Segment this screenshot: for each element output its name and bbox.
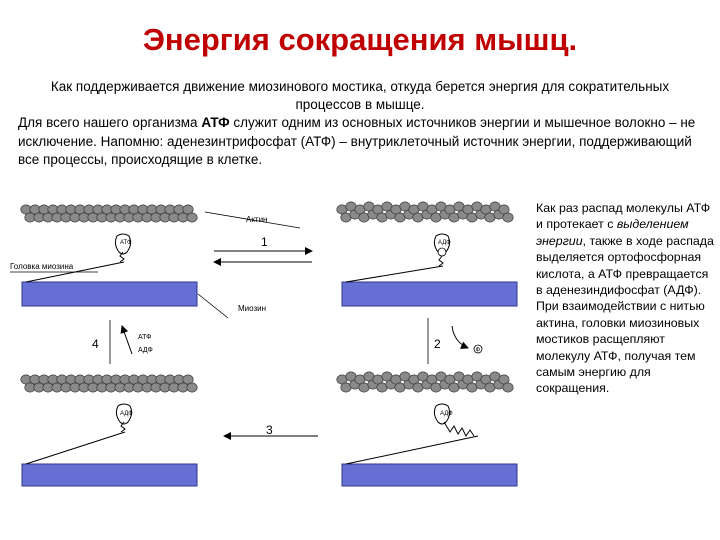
myosin-leader-line bbox=[197, 293, 229, 319]
phosphate-label: Ф bbox=[476, 348, 481, 354]
actin-bead bbox=[186, 382, 198, 393]
side-p1-after: , также в ходе распада выделяется ортофо… bbox=[536, 233, 714, 298]
paragraph-bold: АТФ bbox=[201, 115, 230, 130]
myosin-head-bottom-left bbox=[25, 403, 133, 465]
myosin-bar-top-left bbox=[21, 281, 198, 307]
label-myosin: Миозин bbox=[238, 304, 266, 313]
actin-filament bbox=[20, 204, 198, 223]
step1-number: 1 bbox=[261, 235, 268, 249]
main-paragraph: Для всего нашего организма АТФ служит од… bbox=[18, 114, 708, 170]
label-myosin-head: Головка миозина bbox=[10, 262, 74, 271]
side-p1-italic: выделением энергии bbox=[536, 217, 689, 248]
paragraph-after: служит одним из основных источников энер… bbox=[18, 115, 696, 167]
myosin-head-top-right bbox=[345, 233, 451, 283]
actin-bead bbox=[186, 212, 198, 223]
atf-label-top-left: АТФ bbox=[120, 240, 132, 246]
step4-arrow bbox=[120, 325, 133, 355]
actin-filament bbox=[336, 201, 514, 223]
side-p2: При взаимодействии с нитью актина, голов… bbox=[536, 299, 705, 396]
side-text: Как раз распад молекулы АТФ и протекает … bbox=[536, 200, 714, 397]
myosin-head-bottom-right bbox=[345, 403, 479, 465]
myosin-bar-bottom-right bbox=[341, 463, 518, 487]
actin-filament bbox=[20, 374, 198, 393]
actin-bead bbox=[502, 382, 514, 393]
paragraph-before: Для всего нашего организма bbox=[18, 115, 202, 130]
step4-adf-label: АДФ bbox=[138, 347, 153, 354]
adf-label-bottom-right: АДФ bbox=[440, 411, 453, 417]
step4-atf-label: АТФ bbox=[138, 334, 152, 341]
step3-number: 3 bbox=[266, 423, 273, 437]
actin-filament bbox=[336, 371, 514, 393]
actin-bead bbox=[502, 212, 514, 223]
cross-bridge-cycle-diagram: АТФ АДФ АДФ АДФ Актин Головка миозина Ми… bbox=[10, 201, 518, 487]
actin-leader-line bbox=[204, 211, 301, 229]
intro-text: Как поддерживается движение миозинового … bbox=[50, 79, 670, 112]
myosin-bar-bottom-left bbox=[21, 463, 198, 487]
myosin-bar-top-right bbox=[341, 281, 518, 307]
side-p1-before: Как раз распад молекулы АТФ и протекает … bbox=[536, 201, 711, 232]
step2-number: 2 bbox=[434, 337, 441, 351]
adf-label-bottom-left: АДФ bbox=[120, 411, 133, 417]
step2-arrow bbox=[451, 325, 469, 349]
myosin-head-top-left bbox=[25, 233, 132, 283]
phosphate-icon bbox=[473, 344, 483, 354]
adf-label-top-right: АДФ bbox=[438, 240, 451, 246]
actin-filaments bbox=[20, 201, 514, 393]
step4-number: 4 bbox=[92, 337, 99, 351]
label-actin: Актин bbox=[246, 215, 267, 224]
page-title: Энергия сокращения мышц. bbox=[142, 22, 578, 57]
